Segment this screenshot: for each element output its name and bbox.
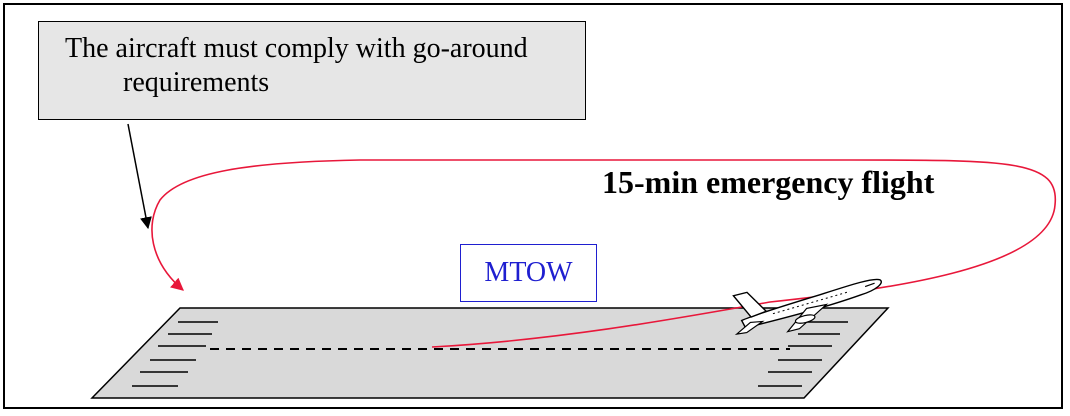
airplane-icon bbox=[732, 278, 882, 335]
flight-path bbox=[151, 159, 1057, 348]
mtow-label: MTOW bbox=[460, 244, 597, 302]
go-around-note: The aircraft must comply with go-around … bbox=[38, 21, 586, 120]
arrow-icon bbox=[127, 123, 152, 230]
runway-threshold-left bbox=[132, 321, 218, 387]
note-line-2: requirements bbox=[123, 67, 270, 98]
emergency-flight-label: 15-min emergency flight bbox=[602, 164, 935, 200]
runway bbox=[90, 307, 890, 399]
runway-threshold-right bbox=[758, 321, 848, 387]
note-line-1: The aircraft must comply with go-around bbox=[65, 33, 528, 64]
